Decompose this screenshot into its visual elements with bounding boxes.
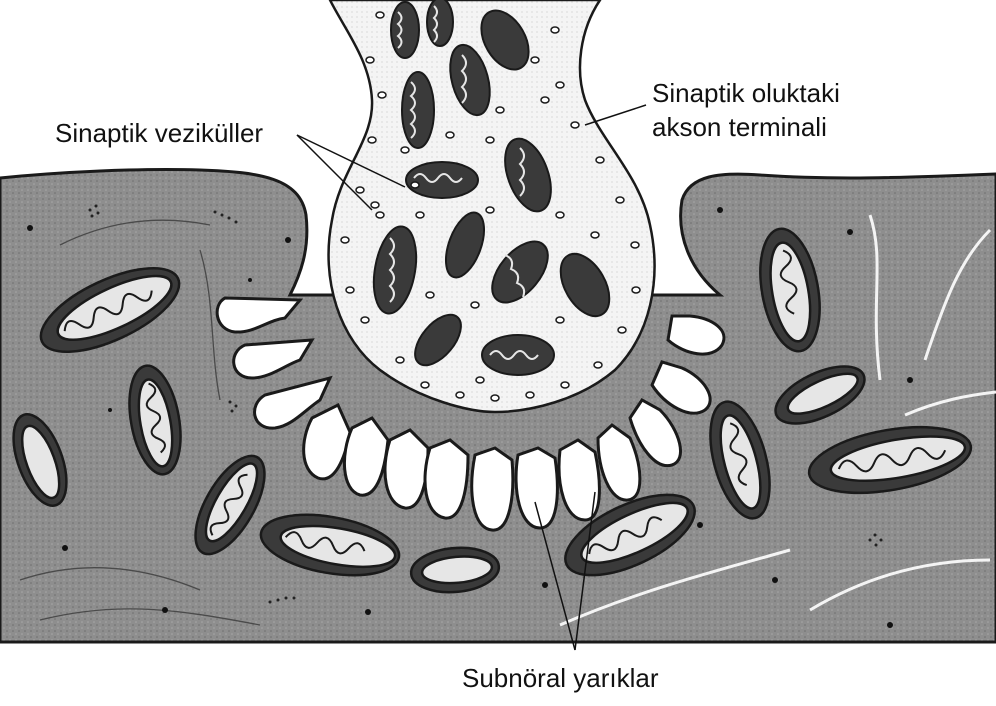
label-synaptic-vesicles: Sinaptik veziküller [55,118,263,148]
label-subneural-clefts: Subnöral yarıklar [462,663,659,693]
label-axon-terminal-line2: akson terminali [652,112,827,142]
label-axon-terminal-line1: Sinaptik oluktaki [652,78,840,108]
